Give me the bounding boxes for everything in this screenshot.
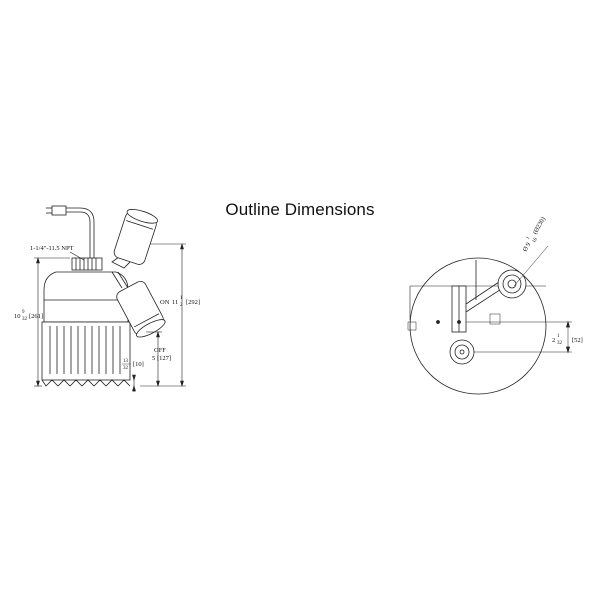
on-level-label: ON 11 1 2 [292]: [160, 296, 200, 308]
off-label: OFF: [154, 347, 166, 354]
svg-text:[292]: [292]: [186, 299, 200, 306]
pump-base: [41, 321, 131, 381]
dimension-total-height: [34, 256, 70, 388]
power-cord: [46, 205, 95, 262]
top-offset-label: 2 1 32 [52]: [552, 334, 583, 346]
npt-label: 1-1/4"-11.5 NPT: [30, 245, 74, 252]
pump-outline-circle: [409, 257, 547, 395]
svg-text:ON: ON: [160, 299, 170, 306]
height-label: 10 9 32 [261]: [14, 310, 43, 322]
svg-text:5: 5: [152, 355, 155, 362]
svg-text:10: 10: [14, 313, 21, 320]
svg-text:32: 32: [22, 317, 28, 322]
float-switch-lower: [116, 281, 166, 338]
svg-text:32: 32: [557, 341, 563, 346]
side-view: [34, 205, 186, 392]
base-height-label: 13 32 [10]: [122, 359, 144, 371]
svg-text:[261]: [261]: [29, 313, 43, 320]
top-view: [407, 245, 572, 395]
top-float-upper: [497, 269, 527, 299]
discharge-fitting: [71, 257, 103, 271]
svg-text:2: 2: [180, 303, 183, 308]
svg-text:(Ø230): (Ø230): [532, 216, 547, 236]
svg-text:9: 9: [22, 310, 25, 315]
svg-text:9: 9: [525, 241, 533, 247]
svg-text:Ø: Ø: [522, 245, 531, 253]
motor-housing: [43, 271, 129, 323]
float-switch-upper: [113, 209, 159, 265]
svg-text:2: 2: [552, 337, 555, 344]
svg-text:[52]: [52]: [572, 337, 583, 344]
dimension-base-height: [132, 374, 136, 392]
dimension-off-level: [146, 330, 162, 388]
svg-text:1: 1: [180, 296, 183, 301]
diagram-title: Outline Dimensions: [225, 200, 375, 219]
svg-text:16: 16: [532, 237, 539, 244]
top-discharge-circle: [449, 339, 475, 365]
svg-text:1: 1: [557, 334, 560, 339]
svg-text:11: 11: [172, 299, 178, 306]
svg-text:[10]: [10]: [133, 361, 144, 368]
off-level-label: 5 [127]: [152, 355, 171, 362]
intake-ribs: [49, 326, 121, 374]
svg-text:32: 32: [123, 366, 129, 371]
svg-text:13: 13: [123, 359, 129, 364]
svg-text:[127]: [127]: [157, 355, 171, 362]
top-diameter-label: Ø 9 1 16 (Ø230): [522, 216, 547, 253]
svg-text:1: 1: [526, 236, 532, 241]
dimension-on-level: [140, 242, 186, 388]
